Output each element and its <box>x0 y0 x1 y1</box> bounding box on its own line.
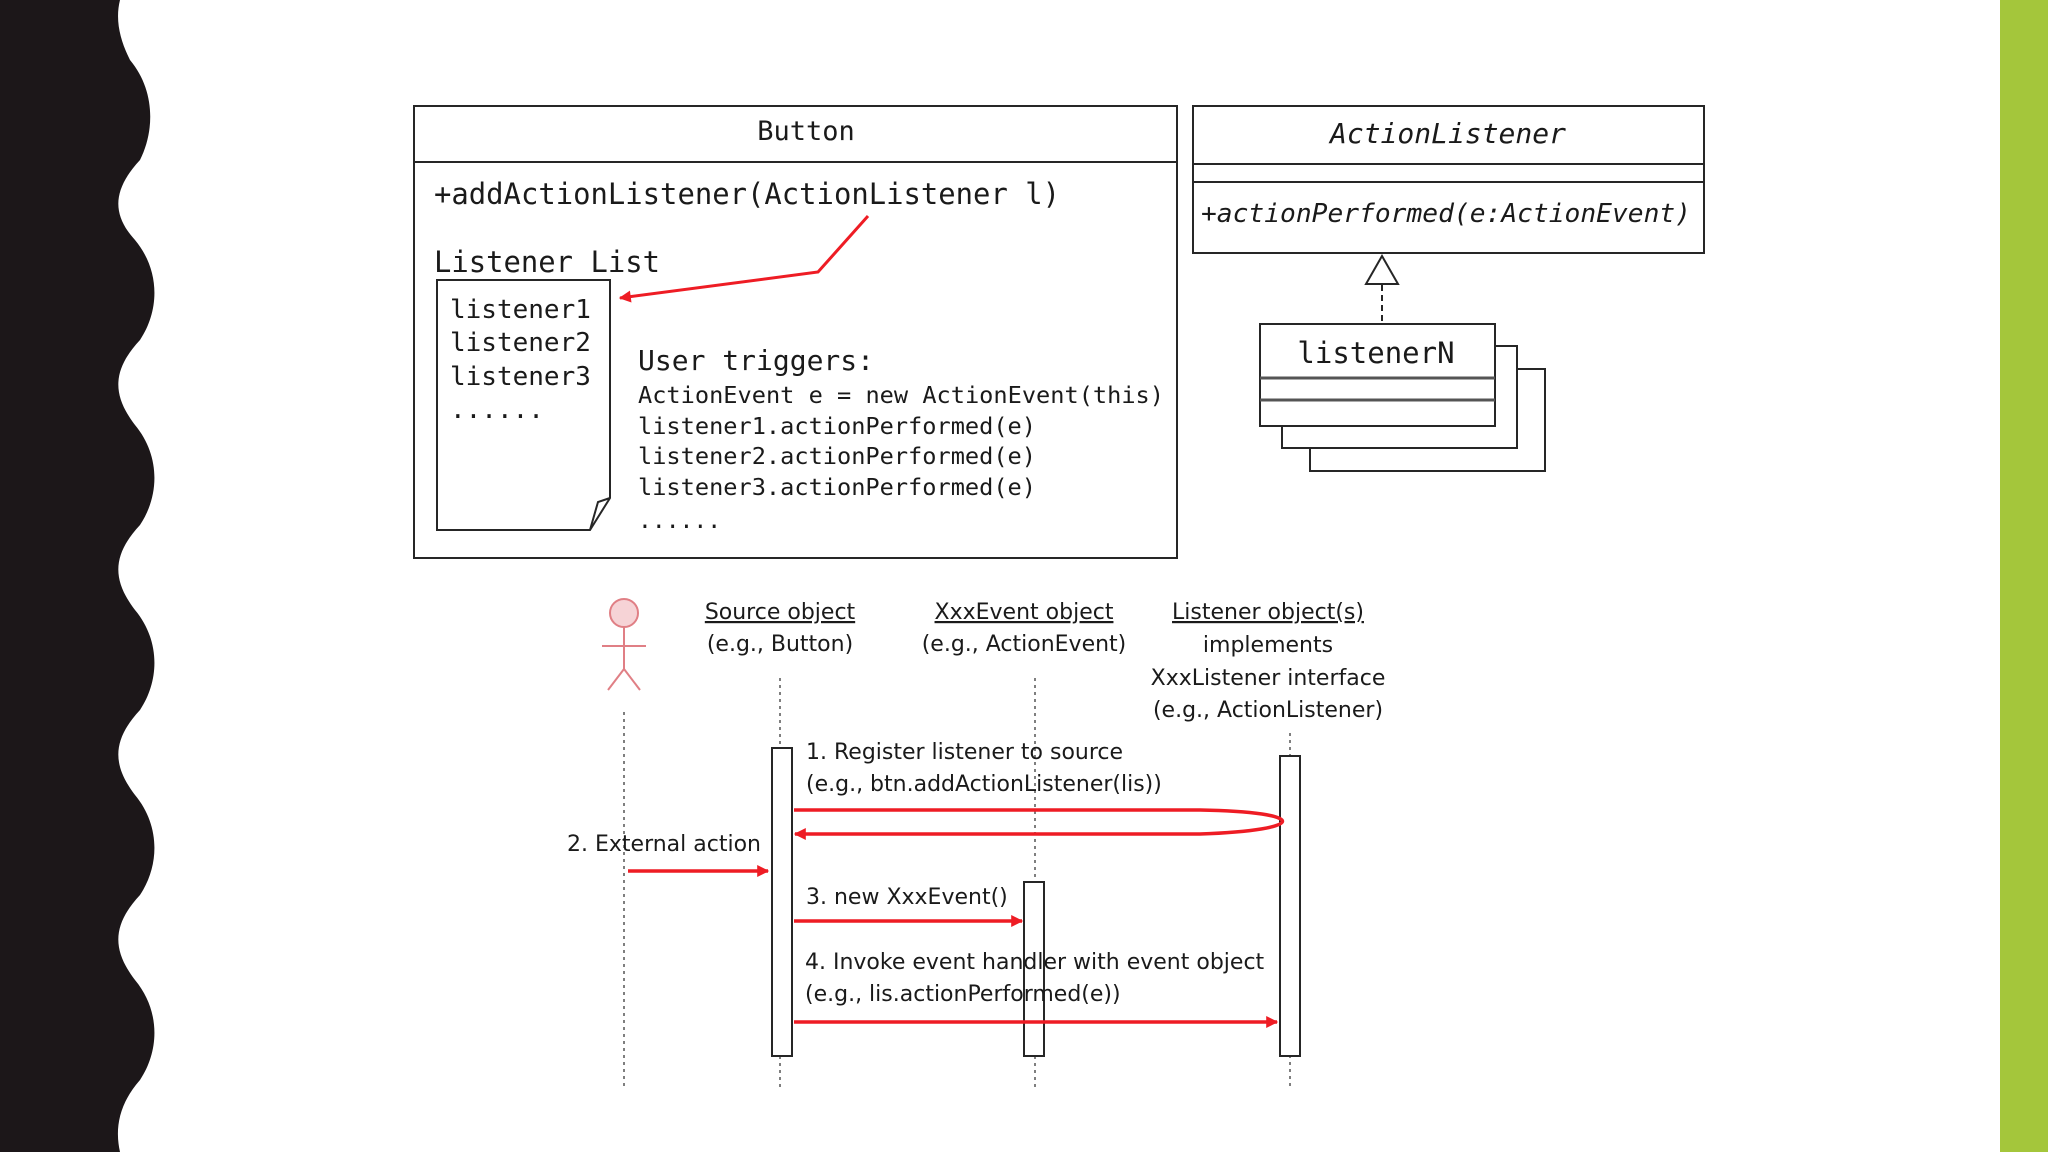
listener-n-title: listenerN <box>1297 336 1454 370</box>
listener-activation-bar <box>1279 755 1301 1057</box>
note-fold <box>589 497 611 531</box>
listener-object-detail: (e.g., ActionListener) <box>1153 698 1383 723</box>
listener-list-note <box>436 279 611 531</box>
listener-list-item: listener1 <box>450 295 591 325</box>
listener-n-class: listenerN <box>1259 323 1546 472</box>
listener-list-label: Listener List <box>434 245 660 279</box>
event-object-name: XxxEvent object <box>935 600 1114 625</box>
register-arrow <box>793 808 1285 840</box>
listener-object-detail: implements <box>1203 633 1333 658</box>
add-action-listener-method: +addActionListener(ActionListener l) <box>434 177 1060 211</box>
button-class: Button +addActionListener(ActionListener… <box>413 105 1178 559</box>
listener-n-box <box>1259 323 1496 427</box>
interface-title: ActionListener <box>1328 117 1566 150</box>
trigger-line: listener2.actionPerformed(e) <box>638 444 1036 470</box>
listener-object-name: Listener object(s) <box>1172 600 1364 625</box>
trigger-line: ...... <box>638 508 721 534</box>
source-object-name: Source object <box>705 600 856 625</box>
right-accent-band <box>2000 0 2048 1152</box>
event-activation-bar <box>1023 881 1045 1057</box>
event-object-detail: (e.g., ActionEvent) <box>922 632 1127 657</box>
trigger-line: listener3.actionPerformed(e) <box>638 475 1036 501</box>
actor-icon <box>602 598 646 691</box>
realization-triangle <box>1364 253 1400 285</box>
action-performed-method: +actionPerformed(e:ActionEvent) <box>1201 199 1691 229</box>
external-action-label: 2. External action <box>567 832 761 857</box>
action-listener-interface: ActionListener +actionPerformed(e:Action… <box>1192 105 1705 254</box>
invoke-handler-detail: (e.g., lis.actionPerformed(e)) <box>805 982 1121 1007</box>
invoke-handler-label: 4. Invoke event handler with event objec… <box>805 950 1265 975</box>
source-activation-bar <box>771 747 793 1057</box>
register-message-detail: (e.g., btn.addActionListener(lis)) <box>806 772 1162 797</box>
user-triggers-heading: User triggers: <box>638 344 874 377</box>
source-object-detail: (e.g., Button) <box>707 632 853 657</box>
listener-list-item: listener2 <box>450 328 591 358</box>
button-class-title: Button <box>757 116 855 147</box>
listener-object-detail: XxxListener interface <box>1151 666 1386 691</box>
create-event-label: 3. new XxxEvent() <box>806 885 1008 910</box>
trigger-line: listener1.actionPerformed(e) <box>638 414 1036 440</box>
interface-box <box>1192 105 1705 254</box>
listener-list-item: ...... <box>450 395 544 425</box>
left-wavy-band <box>0 0 155 1152</box>
listener-list-item: listener3 <box>450 362 591 392</box>
method-to-list-arrow <box>618 215 870 303</box>
register-message-label: 1. Register listener to source <box>806 740 1123 765</box>
trigger-line: ActionEvent e = new ActionEvent(this) <box>638 383 1164 409</box>
